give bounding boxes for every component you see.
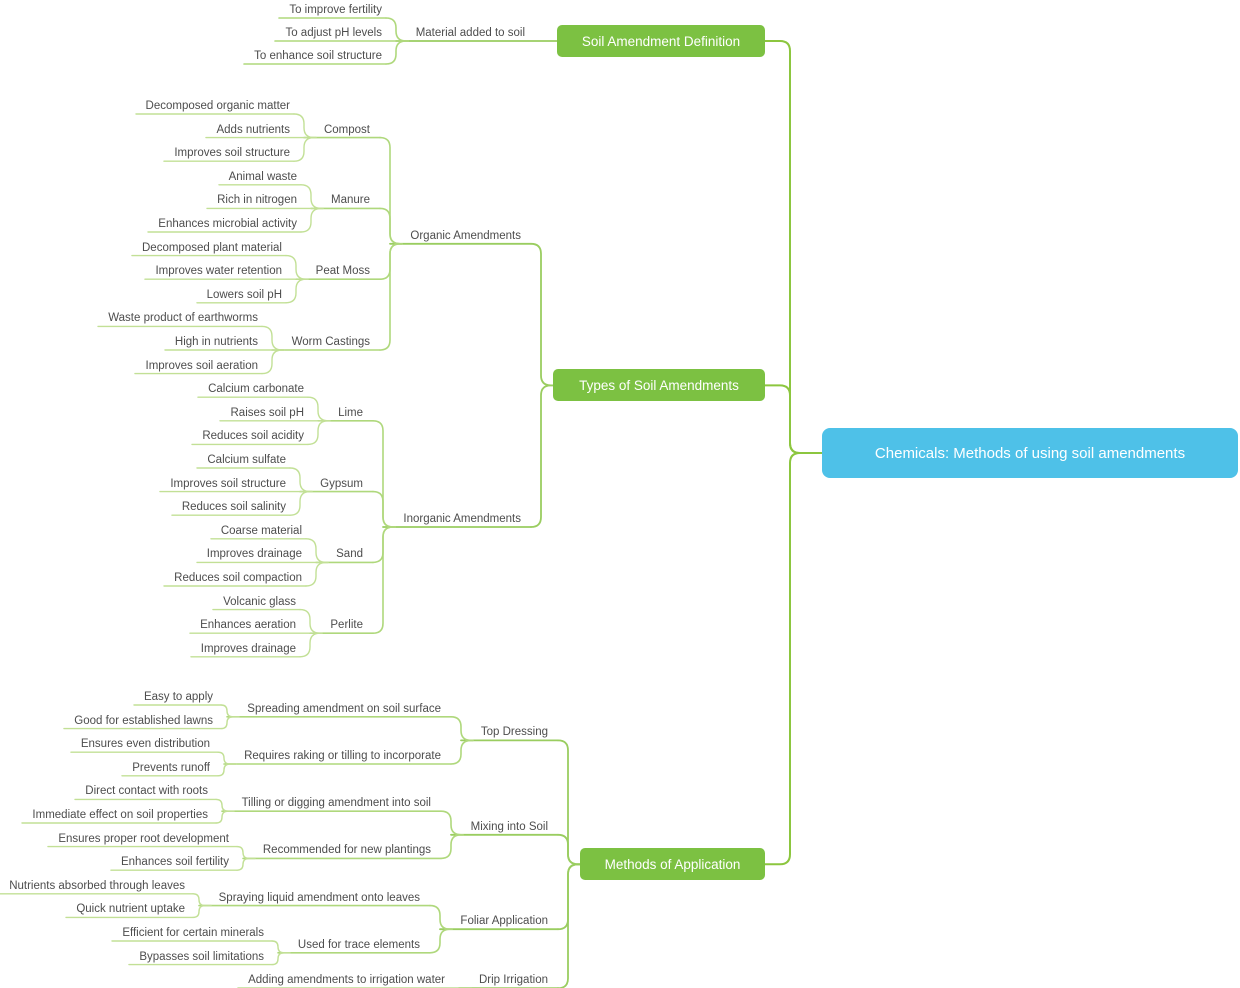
node-label[interactable]: Worm Castings <box>291 336 370 348</box>
node-label[interactable]: Foliar Application <box>460 915 548 928</box>
node-label[interactable]: Enhances microbial activity <box>158 218 297 230</box>
node-label[interactable]: Organic Amendments <box>410 229 521 242</box>
node-label[interactable]: Improves soil aeration <box>145 359 259 372</box>
node-label[interactable]: Ensures proper root development <box>58 832 229 845</box>
node-label[interactable]: Enhances aeration <box>200 619 296 632</box>
node-label[interactable]: Animal waste <box>228 170 297 183</box>
root-node[interactable]: Chemicals: Methods of using soil amendme… <box>822 428 1238 478</box>
node-label[interactable]: Material added to soil <box>415 27 525 39</box>
node-label[interactable]: Decomposed plant material <box>142 241 282 254</box>
node-label[interactable]: Reduces soil acidity <box>202 430 304 443</box>
node-label[interactable]: Sand <box>336 548 363 561</box>
node-label[interactable]: Manure <box>331 194 370 207</box>
node-label[interactable]: Waste product of earthworms <box>108 312 258 325</box>
node-label[interactable]: Efficient for certain minerals <box>122 927 264 939</box>
node-label[interactable]: To adjust pH levels <box>285 27 382 39</box>
node-label[interactable]: Immediate effect on soil properties <box>32 809 208 821</box>
node-label[interactable]: Recommended for new plantings <box>262 844 431 857</box>
node-label[interactable]: High in nutrients <box>174 336 258 348</box>
node-label[interactable]: To enhance soil structure <box>254 50 382 62</box>
node-label[interactable]: To improve fertility <box>289 4 382 16</box>
node-label[interactable]: Drip Irrigation <box>478 974 548 987</box>
node-label[interactable]: Bypasses soil limitations <box>139 950 264 963</box>
node-label[interactable]: Spreading amendment on soil surface <box>247 702 441 715</box>
node-label[interactable]: Good for established lawns <box>74 714 213 727</box>
node-label[interactable]: Adding amendments to irrigation water <box>248 974 445 987</box>
node-label[interactable]: Improves soil structure <box>170 477 286 490</box>
node-label[interactable]: Ensures even distribution <box>80 738 210 751</box>
node-label[interactable]: Prevents runoff <box>132 761 210 774</box>
branch-box[interactable]: Types of Soil Amendments <box>553 369 765 402</box>
node-label[interactable]: Adds nutrients <box>216 123 290 136</box>
node-label[interactable]: Improves drainage <box>200 642 296 655</box>
node-label[interactable]: Coarse material <box>220 524 302 537</box>
node-label[interactable]: Inorganic Amendments <box>403 513 521 525</box>
node-label[interactable]: Lime <box>338 406 363 419</box>
node-label[interactable]: Mixing into Soil <box>470 820 548 833</box>
node-label[interactable]: Calcium sulfate <box>207 454 286 466</box>
node-label[interactable]: Lowers soil pH <box>206 288 282 301</box>
node-label[interactable]: Volcanic glass <box>223 595 296 608</box>
node-label[interactable]: Calcium carbonate <box>208 383 304 396</box>
node-label[interactable]: Requires raking or tilling to incorporat… <box>244 750 441 762</box>
node-label[interactable]: Gypsum <box>320 477 363 490</box>
node-label[interactable]: Raises soil pH <box>230 406 305 419</box>
branch-box[interactable]: Soil Amendment Definition <box>557 25 765 57</box>
node-label[interactable]: Rich in nitrogen <box>217 194 297 207</box>
node-label[interactable]: Enhances soil fertility <box>120 856 229 869</box>
node-label[interactable]: Improves drainage <box>206 548 302 561</box>
node-label[interactable]: Top Dressing <box>480 726 548 739</box>
node-label[interactable]: Improves soil structure <box>174 147 290 160</box>
node-label[interactable]: Easy to apply <box>143 691 213 703</box>
node-label[interactable]: Direct contact with roots <box>85 785 208 798</box>
branch-box[interactable]: Methods of Application <box>580 848 765 881</box>
node-label[interactable]: Nutrients absorbed through leaves <box>9 879 185 892</box>
node-label[interactable]: Tilling or digging amendment into soil <box>241 797 431 810</box>
node-label[interactable]: Spraying liquid amendment onto leaves <box>218 891 420 904</box>
node-label[interactable]: Reduces soil compaction <box>174 572 302 584</box>
node-label[interactable]: Perlite <box>330 619 363 632</box>
node-label[interactable]: Quick nutrient uptake <box>76 903 185 916</box>
node-label[interactable]: Improves water retention <box>155 265 282 278</box>
node-label[interactable]: Compost <box>323 123 370 136</box>
node-label[interactable]: Decomposed organic matter <box>145 100 290 112</box>
node-label[interactable]: Used for trace elements <box>297 938 420 951</box>
node-label[interactable]: Reduces soil salinity <box>181 501 286 514</box>
node-label[interactable]: Peat Moss <box>315 265 370 278</box>
